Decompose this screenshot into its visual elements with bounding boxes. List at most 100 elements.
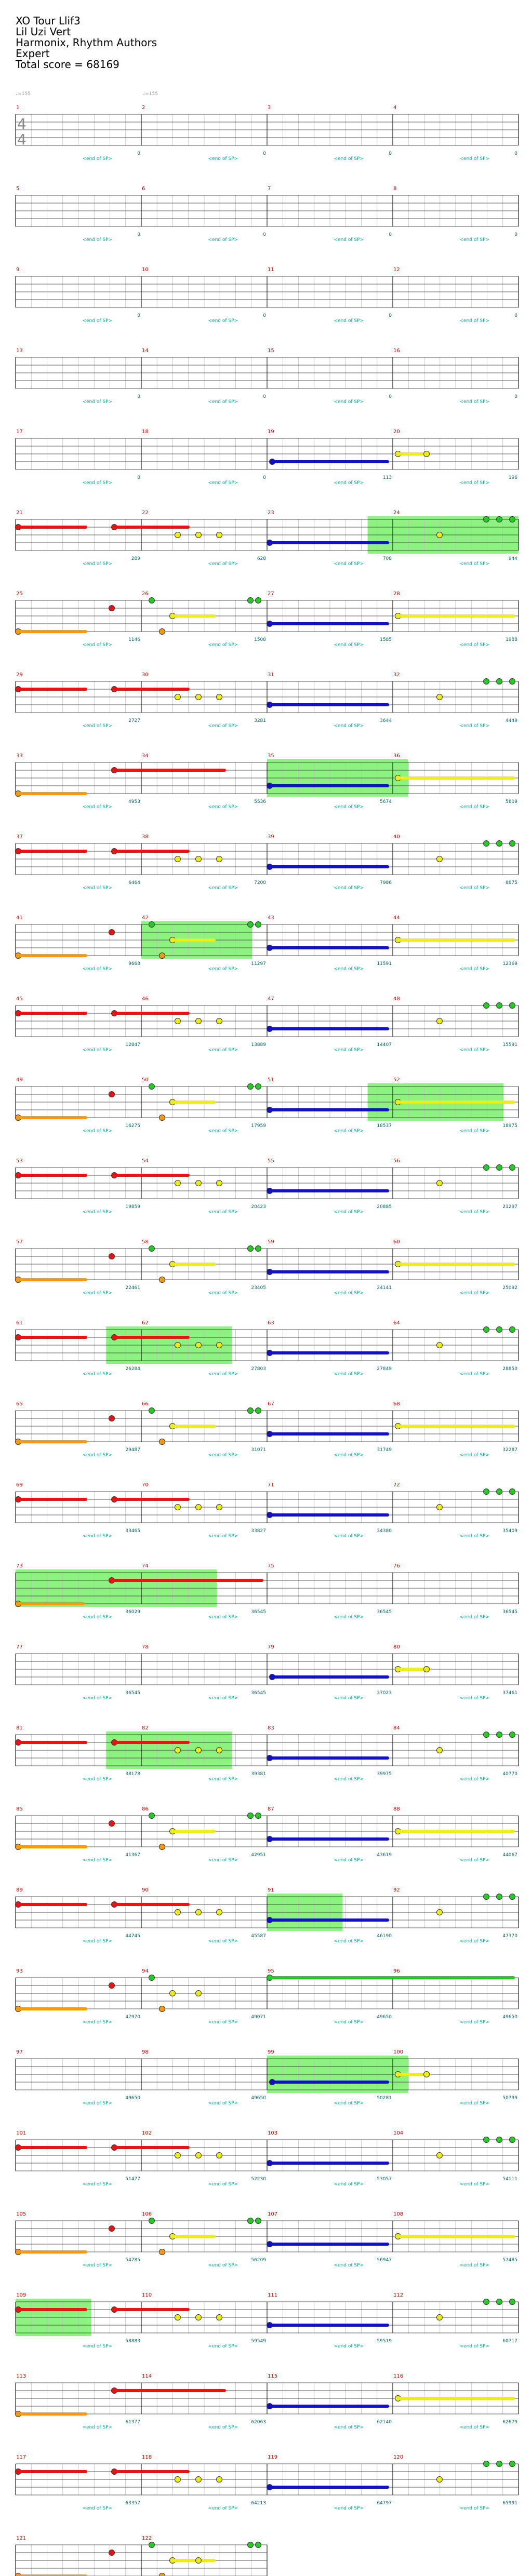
measure-number: 37 xyxy=(16,834,23,840)
staff-row xyxy=(15,2544,268,2576)
measure-number: 76 xyxy=(393,1563,400,1569)
sp-end-label: <end of SP> xyxy=(208,2101,238,2106)
measure-score: 60717 xyxy=(502,2339,517,2344)
measure-number: 78 xyxy=(142,1644,149,1650)
measure-score: 4953 xyxy=(128,799,140,804)
note xyxy=(509,1894,515,1900)
note xyxy=(436,1504,443,1510)
sp-end-label: <end of SP> xyxy=(460,2101,490,2106)
note xyxy=(159,1277,165,1283)
measure-number: 92 xyxy=(393,1887,400,1893)
measure-number: 41 xyxy=(16,915,23,921)
measure-number: 103 xyxy=(268,2130,277,2136)
sp-end-label: <end of SP> xyxy=(83,886,113,891)
measure-score: 29487 xyxy=(125,1447,140,1453)
sp-end-label: <end of SP> xyxy=(334,1372,364,1377)
measure-score: 36545 xyxy=(251,1691,266,1696)
note xyxy=(175,1018,181,1024)
note xyxy=(509,1732,515,1738)
staff-row xyxy=(15,2139,519,2171)
measure-number: 66 xyxy=(142,1401,149,1407)
note xyxy=(109,1982,115,1989)
measure-score: 36545 xyxy=(377,1609,392,1615)
measure-number: 3 xyxy=(268,105,271,111)
measure-number: 110 xyxy=(142,2292,152,2298)
measure-score: 5536 xyxy=(254,799,266,804)
measure-number: 74 xyxy=(142,1563,149,1569)
note xyxy=(175,2476,181,2483)
note xyxy=(216,1909,222,1915)
measure-score: 38178 xyxy=(125,1772,140,1777)
measure-score: 0 xyxy=(263,475,266,480)
measure-score: 11591 xyxy=(377,961,392,967)
measure-score: 52230 xyxy=(251,2177,266,2182)
measure-score: 4449 xyxy=(506,718,517,723)
measure-score: 39975 xyxy=(377,1772,392,1777)
measure-score: 61377 xyxy=(125,2420,140,2425)
measure-number: 56 xyxy=(393,1158,400,1164)
note xyxy=(195,2314,202,2320)
note xyxy=(175,1504,181,1510)
note xyxy=(436,1342,443,1348)
measure-score: 31071 xyxy=(251,1447,266,1453)
sp-end-label: <end of SP> xyxy=(83,1453,113,1458)
sp-end-label: <end of SP> xyxy=(334,1939,364,1944)
measure-score: 47970 xyxy=(125,2015,140,2020)
measure-number: 59 xyxy=(268,1239,274,1245)
measure-score: 0 xyxy=(514,394,517,399)
measure-score: 36029 xyxy=(125,1609,140,1615)
note xyxy=(247,1245,254,1252)
note xyxy=(496,2461,502,2467)
note xyxy=(496,840,502,847)
measure-score: 33827 xyxy=(251,1528,266,1534)
note xyxy=(149,1083,155,1090)
sp-end-label: <end of SP> xyxy=(83,561,113,567)
sp-end-label: <end of SP> xyxy=(334,237,364,243)
note xyxy=(216,2152,222,2158)
note xyxy=(149,921,155,928)
sp-end-label: <end of SP> xyxy=(83,318,113,324)
measure-score: 18537 xyxy=(377,1123,392,1129)
note xyxy=(483,1488,489,1495)
measure-score: 1508 xyxy=(254,637,266,642)
sp-end-label: <end of SP> xyxy=(83,967,113,972)
measure-score: 57485 xyxy=(502,2258,517,2263)
note xyxy=(496,678,502,685)
note xyxy=(509,516,515,522)
sp-end-label: <end of SP> xyxy=(334,804,364,810)
sp-end-label: <end of SP> xyxy=(83,1858,113,1863)
sp-end-label: <end of SP> xyxy=(208,967,238,972)
measure-number: 40 xyxy=(393,834,400,840)
sp-end-label: <end of SP> xyxy=(208,1048,238,1053)
sp-end-label: <end of SP> xyxy=(460,1777,490,1782)
sp-end-label: <end of SP> xyxy=(83,723,113,729)
sp-end-label: <end of SP> xyxy=(334,2101,364,2106)
measure-number: 9 xyxy=(16,267,19,273)
sp-end-label: <end of SP> xyxy=(208,804,238,810)
note xyxy=(216,694,222,700)
note xyxy=(159,1844,165,1850)
note xyxy=(496,516,502,522)
note xyxy=(496,1732,502,1738)
measure-number: 86 xyxy=(142,1806,149,1812)
note xyxy=(175,1909,181,1915)
note xyxy=(255,2542,261,2548)
note xyxy=(149,2218,155,2224)
note xyxy=(216,2476,222,2483)
measure-score: 628 xyxy=(257,556,266,561)
sp-end-label: <end of SP> xyxy=(208,642,238,648)
sp-end-label: <end of SP> xyxy=(460,156,490,162)
sp-end-label: <end of SP> xyxy=(460,1939,490,1944)
sp-end-label: <end of SP> xyxy=(208,2425,238,2430)
measure-number: 39 xyxy=(268,834,274,840)
sp-end-label: <end of SP> xyxy=(334,1696,364,1701)
measure-number: 119 xyxy=(268,2454,277,2460)
note xyxy=(169,1990,176,1996)
measure-score: 944 xyxy=(509,556,517,561)
note xyxy=(509,2461,515,2467)
song-title: XO Tour Llif3 xyxy=(16,15,81,27)
measure-number: 7 xyxy=(268,186,271,192)
measure-number: 10 xyxy=(142,267,149,273)
sp-end-label: <end of SP> xyxy=(208,1453,238,1458)
measure-score: 49650 xyxy=(377,2015,392,2020)
